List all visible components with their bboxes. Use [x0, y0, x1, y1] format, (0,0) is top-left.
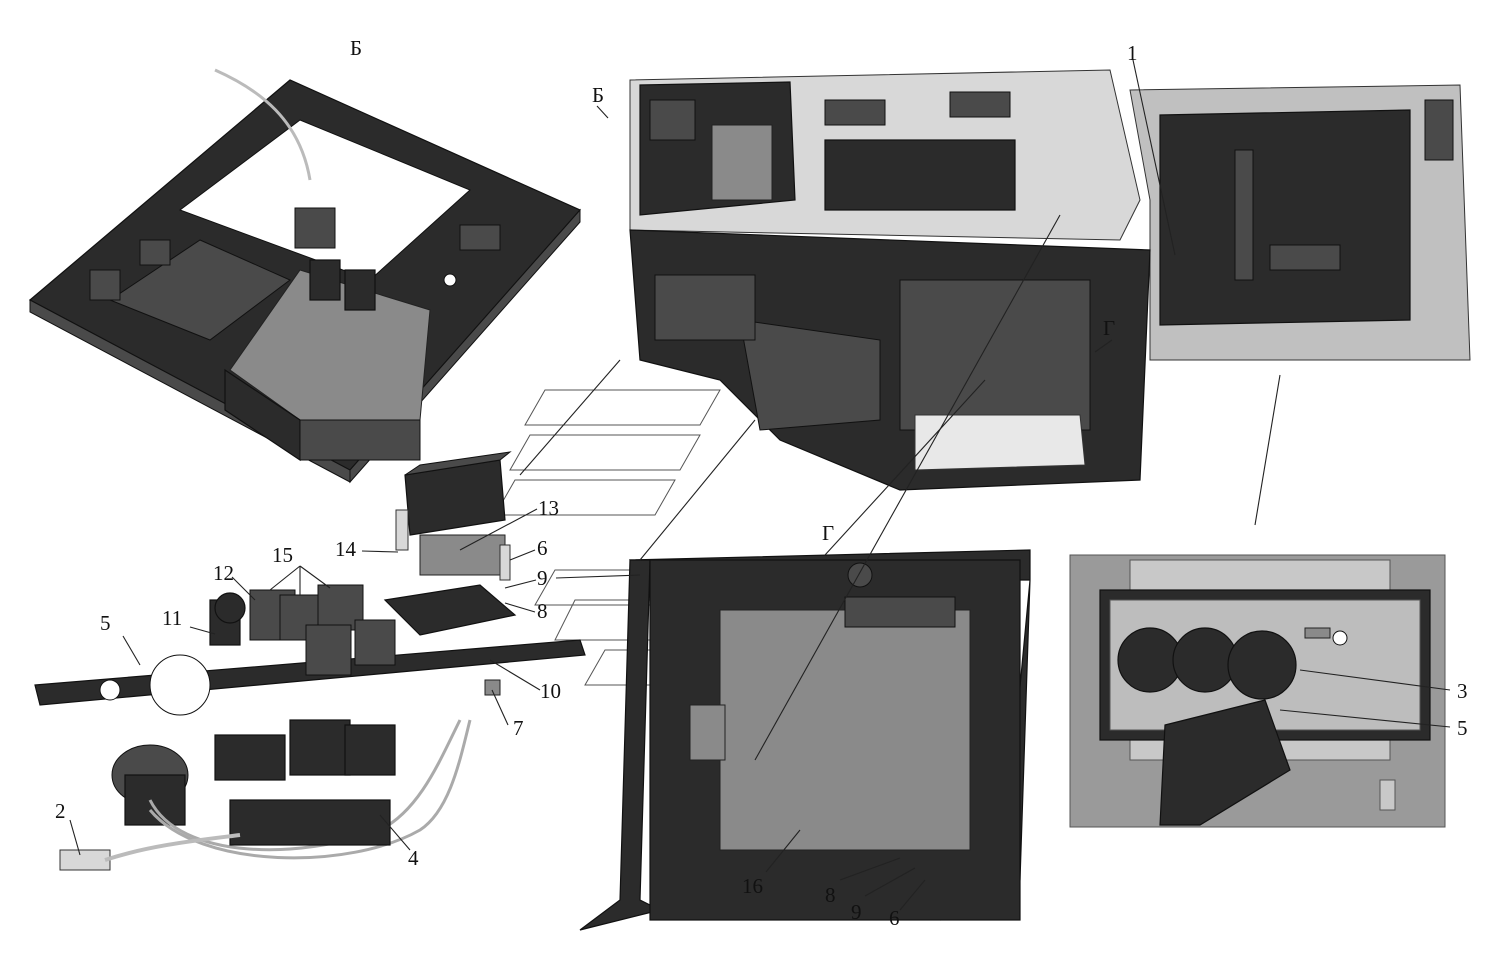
callout-9-top: 9 [537, 566, 548, 590]
callout-8-bottom: 8 [825, 883, 836, 907]
callout-10: 10 [540, 679, 561, 703]
callout-4: 4 [408, 846, 419, 870]
connector-panel-inset [1069, 554, 1446, 828]
callout-3: 3 [1457, 679, 1468, 703]
callout-12: 12 [213, 561, 234, 585]
view-label-g-bracket: Г [822, 521, 834, 545]
view-label-b-cab: Б [592, 83, 604, 107]
callout-7: 7 [513, 716, 524, 740]
relay-plate-exploded [34, 451, 586, 871]
leader-lines [69, 59, 1451, 911]
callout-13: 13 [538, 496, 559, 520]
callout-5-left: 5 [100, 611, 111, 635]
view-arrow-g [1094, 339, 1113, 353]
callout-8-top: 8 [537, 599, 548, 623]
callout-11: 11 [162, 606, 182, 630]
view-label-g-cab: Г [1103, 316, 1115, 340]
callout-5-right: 5 [1457, 716, 1468, 740]
callout-6-top: 6 [537, 536, 548, 560]
panel-frame-assembly [28, 68, 581, 484]
view-label-b-top: Б [350, 36, 362, 60]
dashboard-cab-view [629, 69, 1471, 491]
callout-2: 2 [55, 799, 66, 823]
callout-15: 15 [272, 543, 293, 567]
view-arrow-b [596, 105, 609, 119]
callout-14: 14 [335, 537, 357, 561]
callout-9-bottom: 9 [851, 900, 862, 924]
callout-6-bottom: 6 [889, 906, 900, 930]
control-unit-bracket [579, 549, 1031, 931]
callout-1: 1 [1127, 41, 1138, 65]
callout-16: 16 [742, 874, 763, 898]
